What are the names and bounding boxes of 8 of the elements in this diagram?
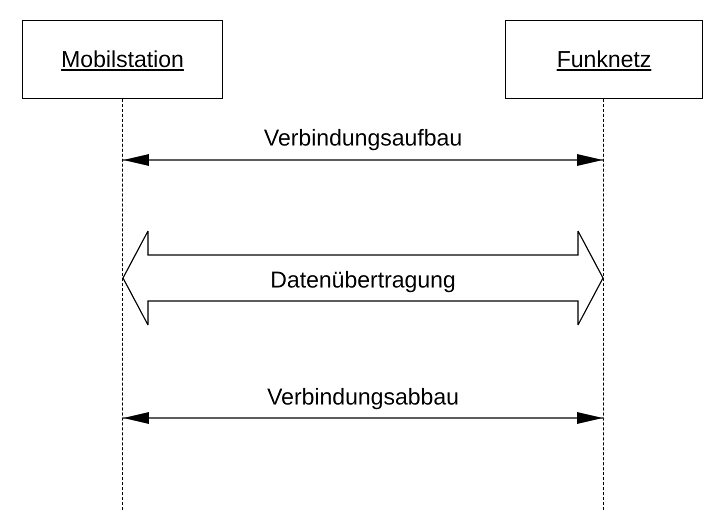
- participant-name: Mobilstation: [61, 46, 184, 73]
- lifeline: [122, 99, 123, 510]
- message-arrow: [123, 154, 603, 166]
- participant-box: [505, 20, 703, 99]
- participant-name: Funknetz: [556, 46, 652, 73]
- lifeline: [603, 99, 604, 510]
- participant-box: [22, 20, 223, 99]
- message-arrow: [123, 412, 603, 424]
